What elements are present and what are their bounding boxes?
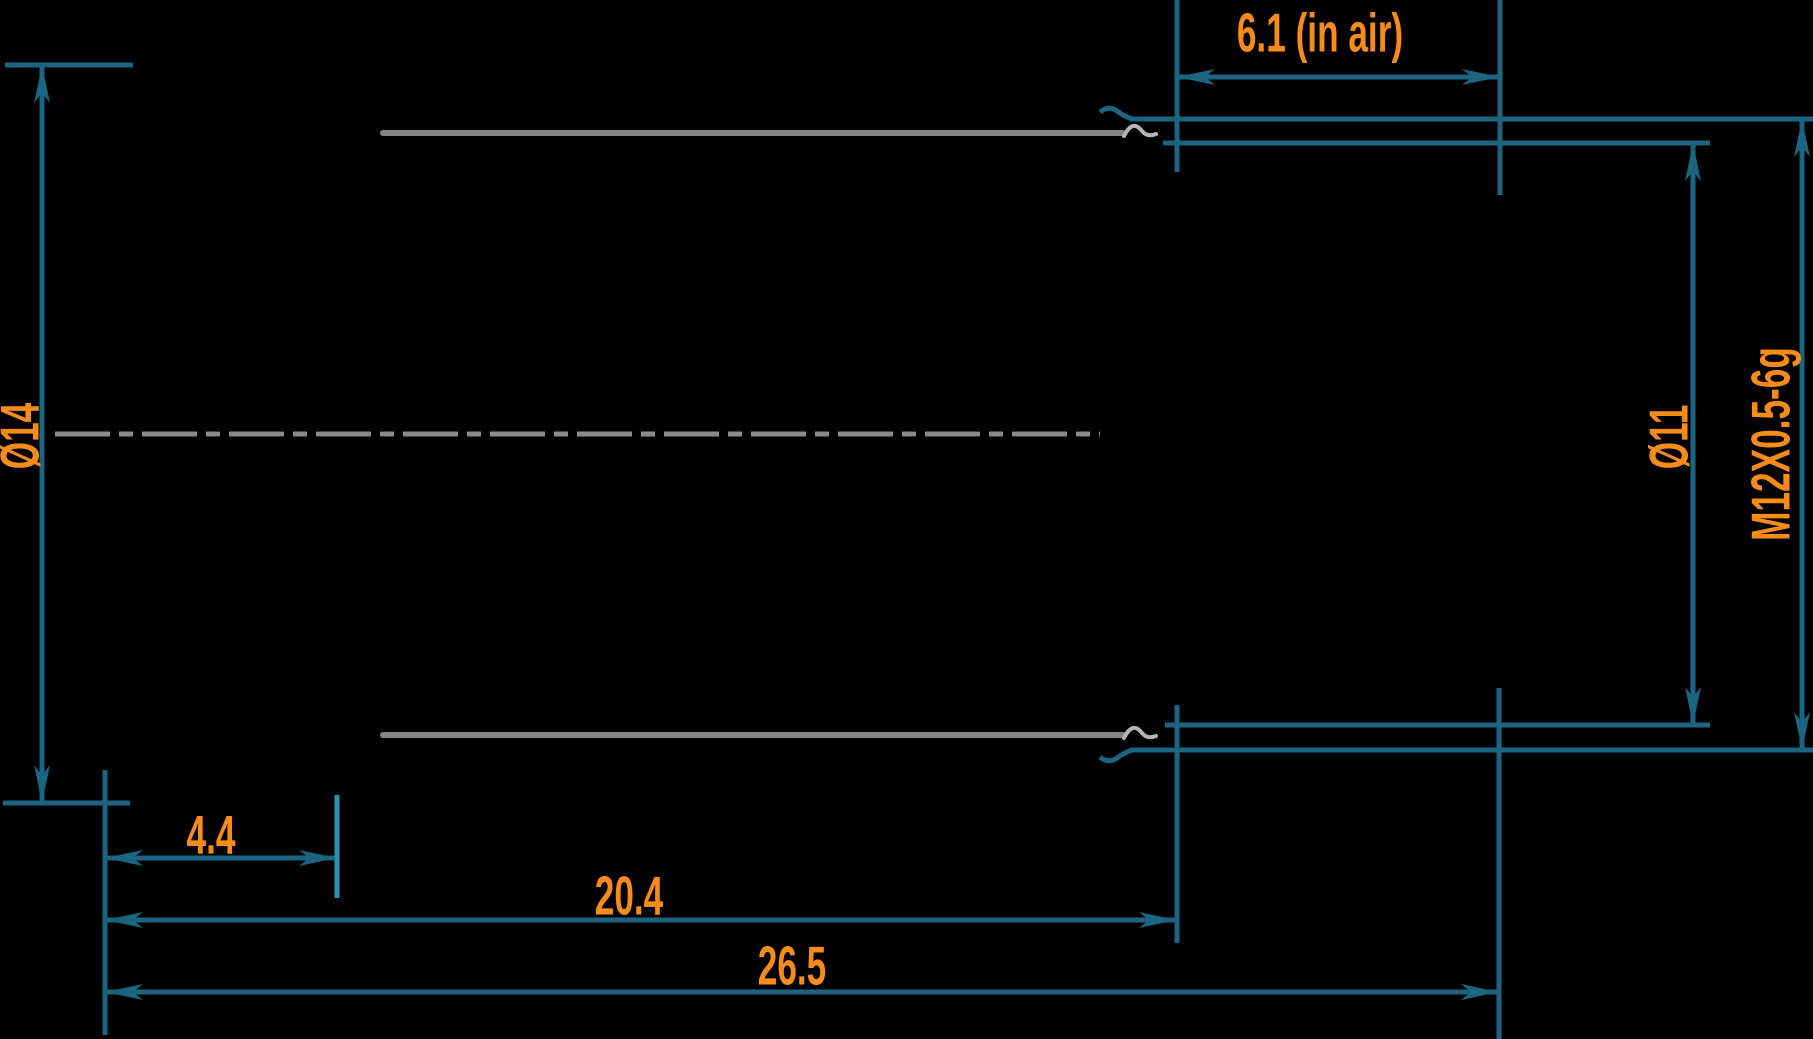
arrow-dia11-down bbox=[1685, 687, 1701, 725]
dim-label-barrel-diameter: Ø11 bbox=[1637, 404, 1700, 470]
arrow-4-4-left bbox=[105, 850, 143, 866]
arrow-dia14-down bbox=[34, 765, 50, 803]
arrow-dia14-up bbox=[34, 65, 50, 103]
arrow-6-1-left bbox=[1177, 69, 1215, 85]
arrow-20-4-left bbox=[105, 912, 143, 928]
arrow-20-4-right bbox=[1139, 912, 1177, 928]
arrow-6-1-right bbox=[1462, 69, 1500, 85]
arrowheads bbox=[34, 65, 1810, 1000]
dim-label-total-length: 26.5 bbox=[757, 934, 827, 997]
dim-label-flange-length: 4.4 bbox=[186, 803, 236, 866]
break-mark-top bbox=[1122, 123, 1158, 138]
break-mark-bottom bbox=[1122, 725, 1158, 740]
break-mark-m12-bottom bbox=[1098, 747, 1134, 764]
dim-label-thread-spec: M12X0.5-6g bbox=[1739, 347, 1802, 541]
arrow-4-4-right bbox=[299, 850, 337, 866]
dimension-lines bbox=[3, 0, 1813, 1039]
part-outline bbox=[380, 123, 1158, 740]
break-mark-m12-top bbox=[1098, 105, 1134, 122]
dim-outer-diameter-lines bbox=[3, 62, 133, 806]
dim-length-lines bbox=[102, 688, 1502, 1039]
arrow-26-5-right bbox=[1461, 984, 1499, 1000]
dim-label-air-gap: 6.1 (in air) bbox=[1236, 1, 1404, 64]
dim-barrel-diameter-lines bbox=[1163, 140, 1710, 728]
arrow-dia11-up bbox=[1685, 143, 1701, 181]
dim-thread-lines bbox=[1098, 105, 1813, 764]
arrow-m12-up bbox=[1794, 119, 1810, 157]
arrow-m12-down bbox=[1794, 712, 1810, 750]
dim-label-barrel-length: 20.4 bbox=[594, 864, 664, 927]
arrow-26-5-left bbox=[105, 984, 143, 1000]
dim-label-outer-diameter: Ø14 bbox=[0, 402, 51, 470]
